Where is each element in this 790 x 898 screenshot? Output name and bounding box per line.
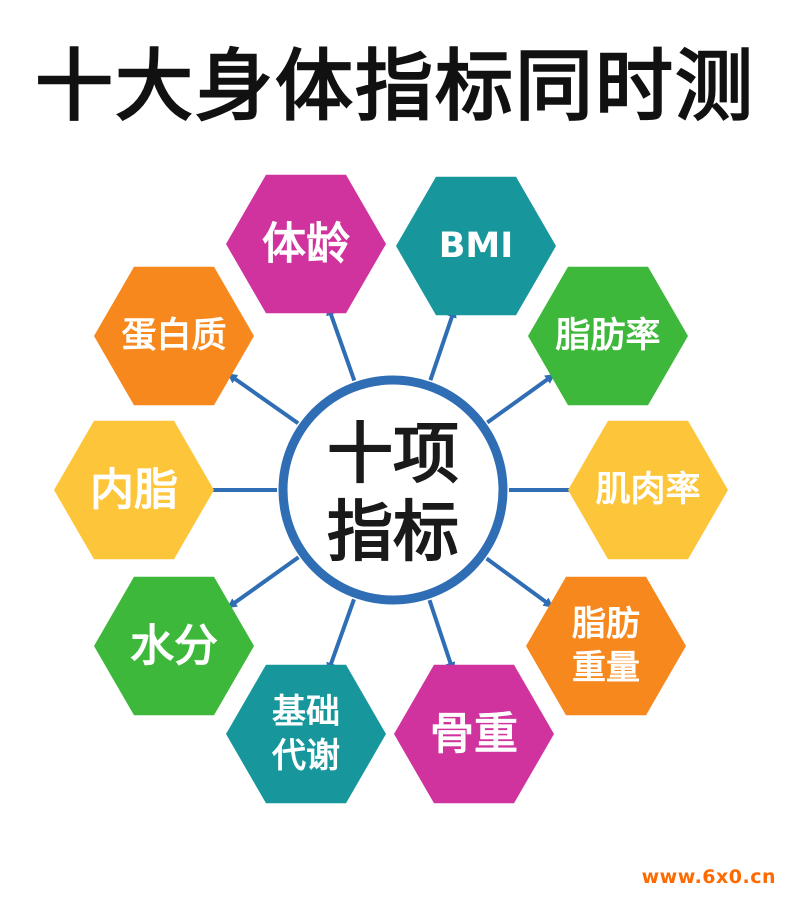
arrow-1 bbox=[428, 307, 457, 381]
indicator-label-5-0: 骨重 bbox=[430, 709, 518, 760]
arrow-0 bbox=[326, 305, 357, 382]
center-label-line-2: 指标 bbox=[327, 494, 459, 571]
indicator-hexagon-2 bbox=[528, 266, 688, 406]
indicator-hexagon-6 bbox=[226, 664, 386, 804]
arrow-4 bbox=[485, 556, 554, 608]
indicator-label-9-0: 蛋白质 bbox=[121, 316, 226, 356]
watermark-url: www.6x0.cn bbox=[641, 866, 776, 888]
indicator-label-8-0: 内脂 bbox=[90, 465, 178, 516]
arrow-2 bbox=[486, 373, 556, 425]
indicator-hexagon-1 bbox=[396, 176, 556, 316]
indicator-label-3-0: 肌肉率 bbox=[595, 470, 700, 510]
indicator-hexagon-7 bbox=[94, 576, 254, 716]
indicator-hexagon-4 bbox=[526, 576, 686, 716]
indicator-hexagon-5 bbox=[394, 664, 554, 804]
indicator-label-1-0: BMI bbox=[439, 226, 514, 266]
arrow-9 bbox=[227, 373, 300, 425]
indicator-hexagon-3 bbox=[568, 420, 728, 560]
arrow-7 bbox=[226, 555, 300, 609]
indicator-label-0-0: 体龄 bbox=[262, 219, 350, 270]
center-ring bbox=[278, 375, 508, 605]
arrow-6 bbox=[326, 598, 356, 673]
arrows-layer bbox=[199, 305, 583, 673]
indicator-hexagon-0 bbox=[226, 174, 386, 314]
indicator-label-6-1: 代谢 bbox=[271, 736, 340, 776]
indicator-label-2-0: 脂肪率 bbox=[555, 316, 660, 356]
indicator-hexagon-9 bbox=[94, 266, 254, 406]
indicator-hexagon-8 bbox=[54, 420, 214, 560]
indicator-label-7-0: 水分 bbox=[130, 621, 218, 672]
center-label-line-1: 十项 bbox=[327, 416, 459, 493]
center-hub: 十项 指标 bbox=[278, 375, 508, 605]
arrow-5 bbox=[427, 599, 456, 673]
page-title: 十大身体指标同时测 bbox=[34, 42, 755, 132]
indicator-label-6-0: 基础 bbox=[272, 692, 340, 732]
indicator-label-4-0: 脂肪 bbox=[572, 604, 640, 644]
indicator-label-4-1: 重量 bbox=[572, 648, 640, 688]
